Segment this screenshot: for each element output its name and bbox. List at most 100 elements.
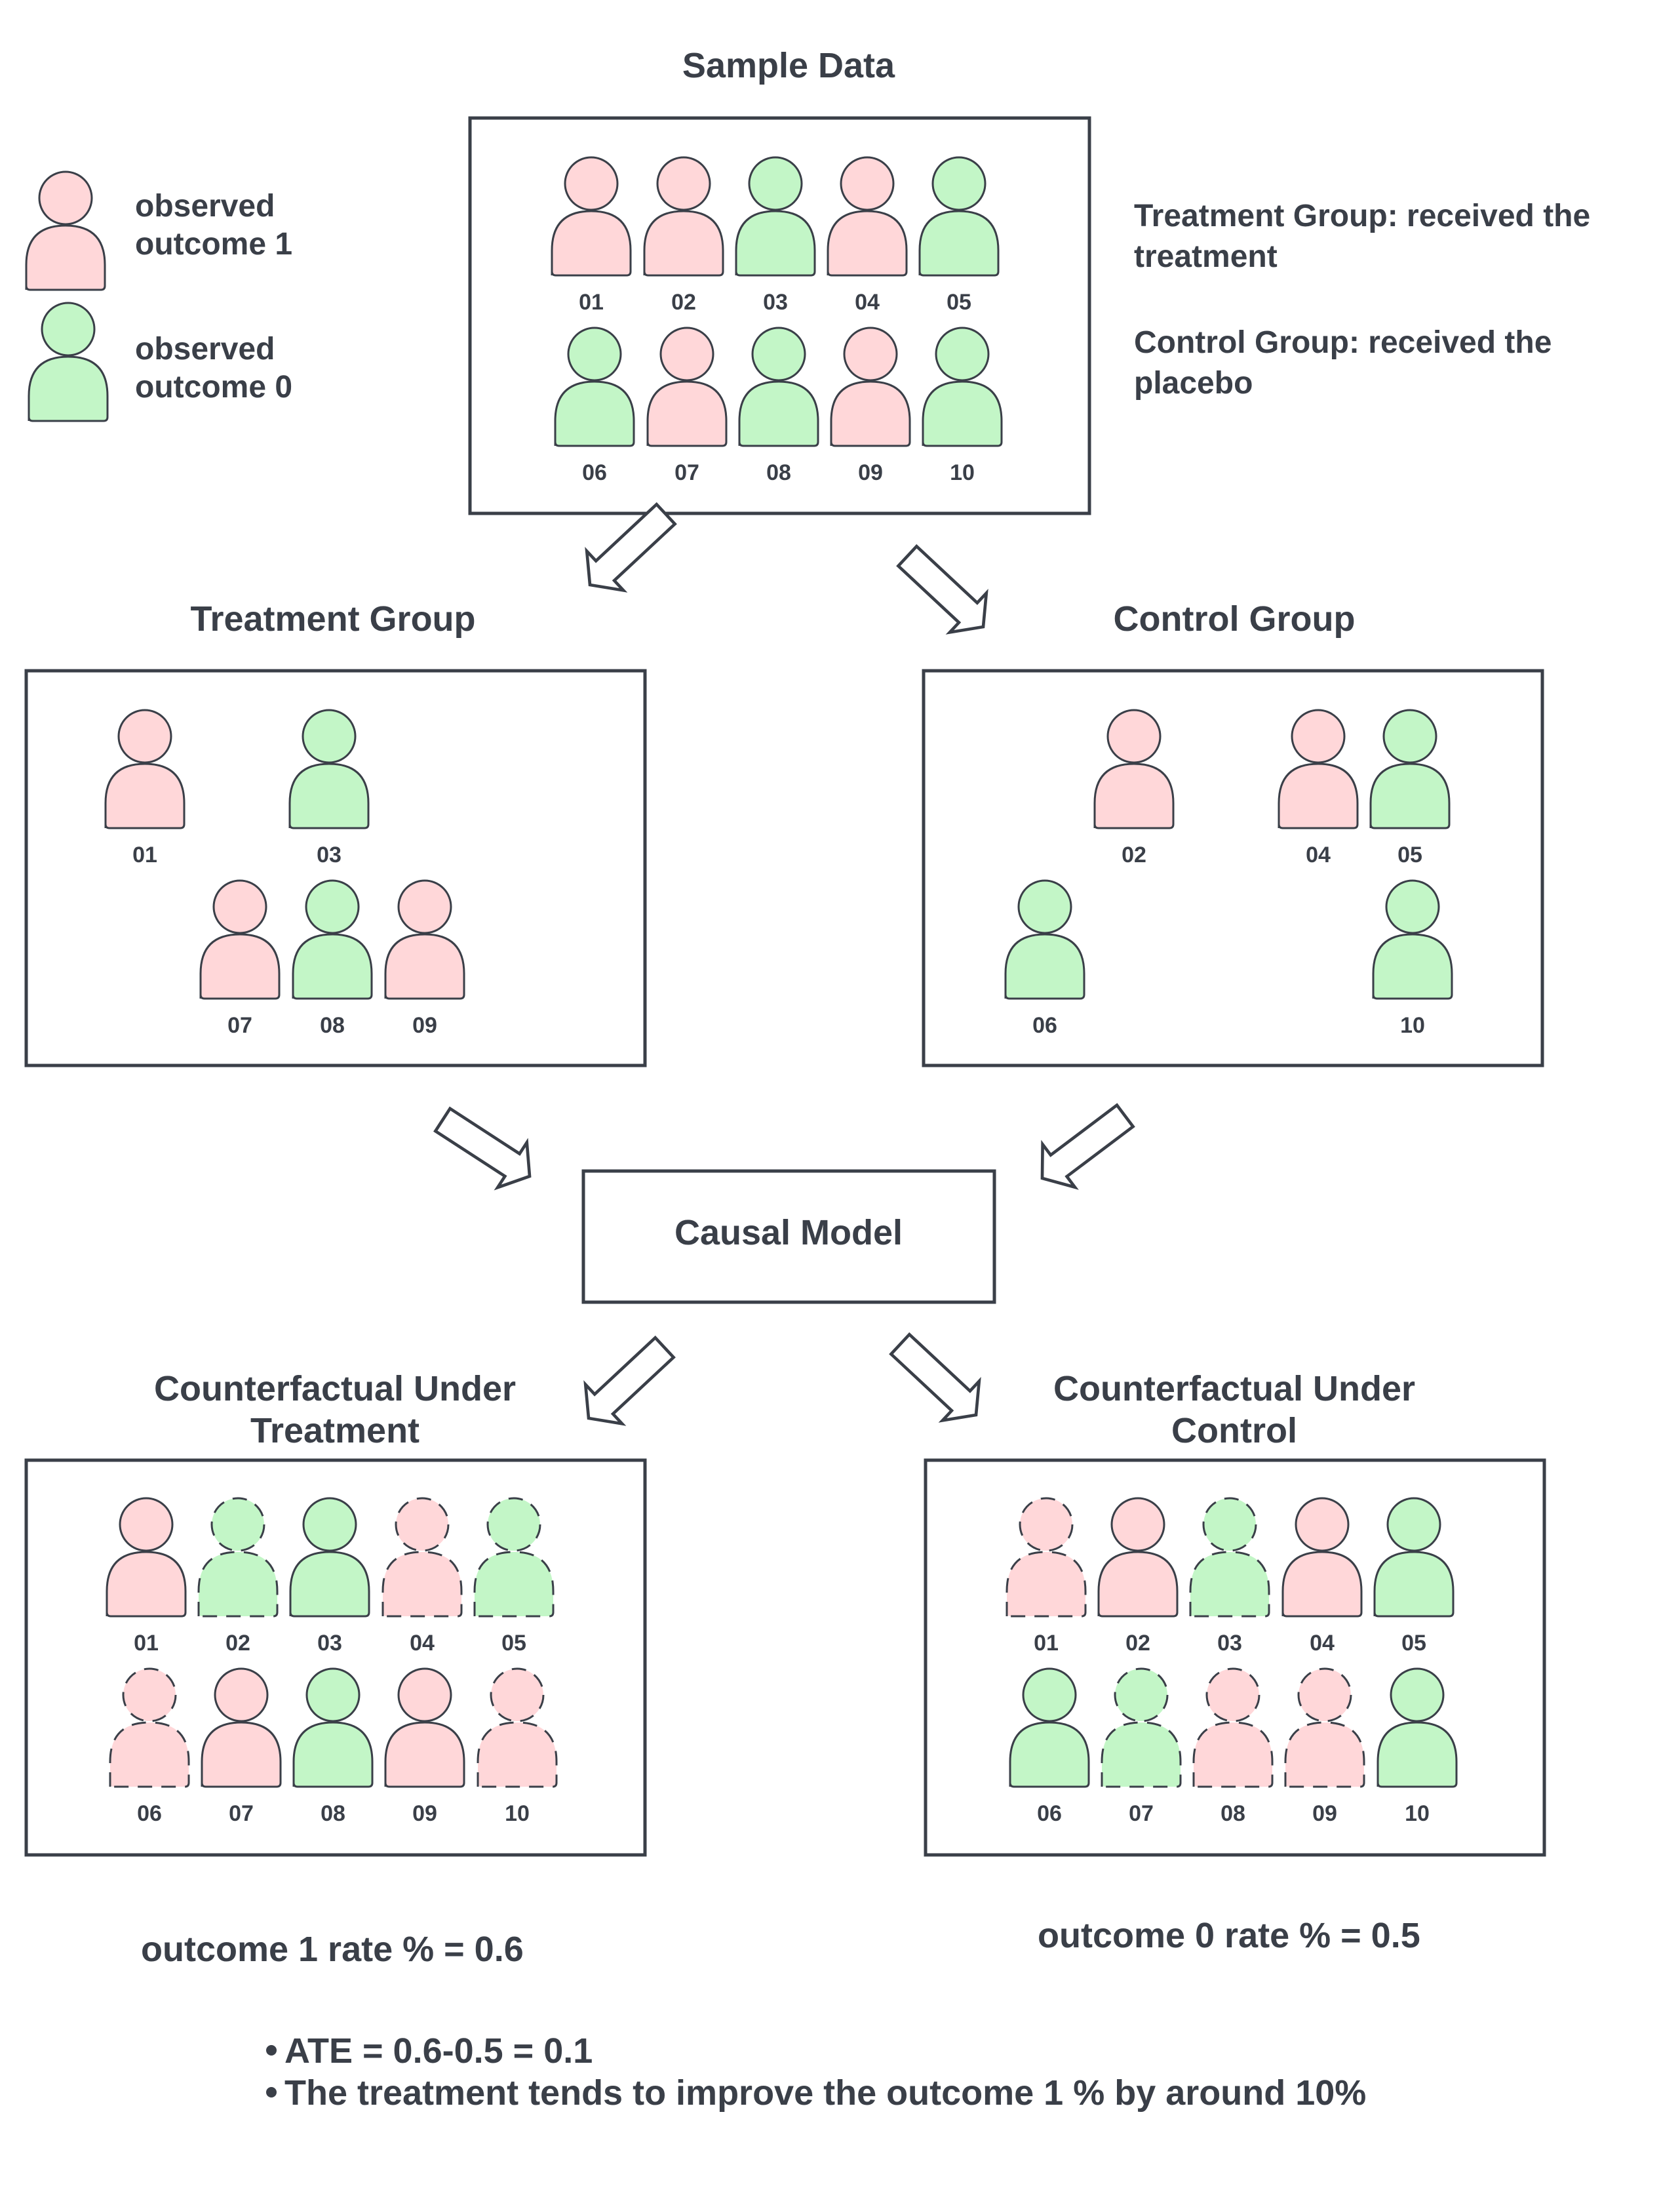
cf-treatment-box (24, 1458, 647, 1857)
person-body (199, 933, 281, 1000)
causal-model-label: Causal Model (674, 1213, 903, 1252)
control-note-line1: Control Group: received the (1134, 325, 1552, 360)
person-head (656, 156, 711, 211)
person-id-label: 10 (1400, 1013, 1425, 1038)
person-head (659, 327, 714, 382)
person-head (1205, 1667, 1260, 1722)
person-head (397, 1667, 452, 1722)
person-head (302, 1497, 357, 1552)
person-head (1390, 1667, 1445, 1722)
person-body (738, 380, 819, 447)
sample-data-title: Sample Data (682, 46, 895, 85)
person-body (197, 1551, 279, 1618)
person-id-label: 08 (1221, 1801, 1245, 1826)
person-body (1192, 1721, 1274, 1788)
person-id-label: 04 (1310, 1631, 1335, 1656)
person-body (646, 380, 728, 447)
person-body (643, 210, 724, 277)
person-head (38, 170, 93, 226)
conclusion-list: ATE = 0.6-0.5 = 0.1 The treatment tends … (266, 2031, 1366, 2113)
person-id-label: 03 (1217, 1631, 1242, 1656)
person-body (201, 1721, 282, 1788)
person-body (473, 1551, 555, 1618)
person-id-label: 05 (1397, 843, 1422, 867)
person-head (1291, 709, 1346, 764)
person-body (830, 380, 911, 447)
person-body (554, 380, 635, 447)
person-outcome-0-icon: 03 (289, 1497, 370, 1656)
person-id-label: 06 (137, 1801, 162, 1826)
person-outcome-0-icon: 03 (735, 156, 816, 315)
person-head (1385, 879, 1440, 934)
person-id-label: 04 (855, 290, 880, 315)
legend-outcome-0-line1: observed (135, 332, 275, 367)
person-id-label: 06 (1032, 1013, 1057, 1038)
person-outcome-1-icon: 02 (1093, 709, 1175, 867)
person-outcome-1-icon: 06 (109, 1667, 190, 1826)
person-outcome-0-icon: 06 (1004, 879, 1085, 1038)
group-notes: Treatment Group: received the treatment … (1134, 199, 1590, 401)
person-outcome-0-icon: 07 (1101, 1667, 1182, 1826)
arrow-sample-to-treatment (585, 502, 677, 593)
person-id-label: 06 (1037, 1801, 1062, 1826)
arrow-model-to-cf-treatment (583, 1335, 676, 1426)
legend-person-outcome-1 (25, 170, 106, 291)
person-id-label: 05 (947, 290, 971, 315)
person-id-label: 02 (225, 1631, 250, 1656)
person-id-label: 09 (1312, 1801, 1337, 1826)
person-body (1369, 763, 1451, 829)
person-id-label: 04 (410, 1631, 435, 1656)
person-head (395, 1497, 450, 1552)
person-body (1006, 1551, 1087, 1618)
legend-outcome-0-line2: outcome 0 (135, 370, 292, 405)
person-head (1202, 1497, 1257, 1552)
treatment-note-line1: Treatment Group: received the (1134, 199, 1590, 233)
conclusion-bullet: The treatment tends to improve the outco… (284, 2073, 1366, 2113)
person-outcome-1-icon: 09 (1284, 1667, 1365, 1826)
person-body (381, 1551, 463, 1618)
person-id-label: 07 (1129, 1801, 1154, 1826)
person-id-label: 01 (579, 290, 604, 315)
person-body (827, 210, 908, 277)
person-head (214, 1667, 269, 1722)
person-outcome-1-icon: 07 (646, 327, 728, 485)
person-id-label: 09 (412, 1013, 437, 1038)
cf-control-box (924, 1458, 1546, 1857)
person-head (490, 1667, 545, 1722)
person-outcome-0-icon: 08 (738, 327, 819, 485)
person-head (305, 879, 360, 934)
person-body (1281, 1551, 1363, 1618)
person-body (735, 210, 816, 277)
treatment-group-box (24, 669, 647, 1067)
person-outcome-1-icon: 02 (1097, 1497, 1179, 1656)
control-group-box (922, 669, 1544, 1067)
person-body (1284, 1721, 1365, 1788)
person-id-label: 09 (412, 1801, 437, 1826)
person-head (567, 327, 622, 382)
person-outcome-1-icon: 08 (1192, 1667, 1274, 1826)
person-outcome-0-icon: 05 (1369, 709, 1451, 867)
person-id-label: 08 (766, 460, 791, 485)
person-id-label: 03 (317, 1631, 342, 1656)
person-id-label: 10 (1405, 1801, 1430, 1826)
person-head (1295, 1497, 1350, 1552)
person-body (109, 1721, 190, 1788)
person-outcome-0-icon: 03 (1189, 1497, 1270, 1656)
person-body (289, 1551, 370, 1618)
control-group-title: Control Group (1114, 599, 1356, 639)
ate-bullet: ATE = 0.6-0.5 = 0.1 (284, 2031, 593, 2071)
person-head (1114, 1667, 1169, 1722)
person-outcome-1-icon: 02 (643, 156, 724, 315)
person-head (1106, 709, 1162, 764)
arrow-control-to-model (1040, 1103, 1135, 1190)
person-outcome-0-icon: 05 (918, 156, 1000, 315)
bullet-dot (266, 2087, 277, 2098)
person-id-label: 06 (582, 460, 607, 485)
person-body (292, 933, 373, 1000)
person-outcome-1-icon: 09 (830, 327, 911, 485)
